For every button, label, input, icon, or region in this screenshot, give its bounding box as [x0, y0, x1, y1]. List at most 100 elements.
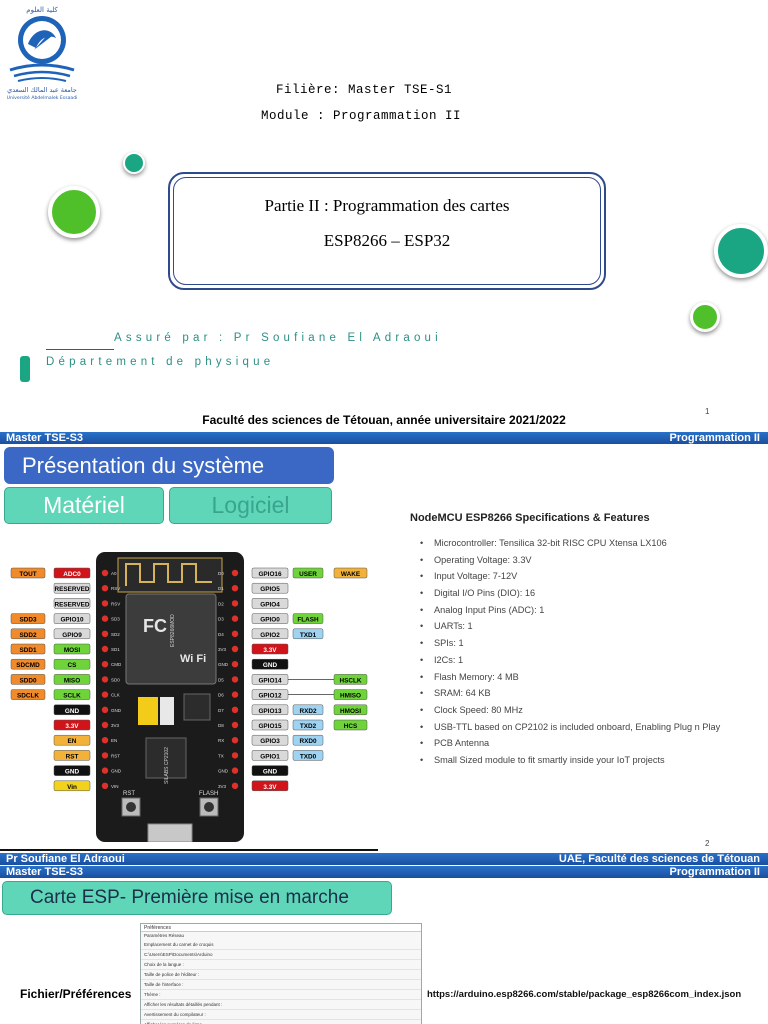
- filiere-label: Filière: Master TSE-S1: [276, 83, 453, 97]
- prefs-row: Avertissement du compilateur :: [141, 1010, 421, 1020]
- spec-item: SPIs: 1: [420, 635, 720, 652]
- svg-text:كلية العلوم: كلية العلوم: [26, 6, 58, 14]
- pin-label: GPIO5: [260, 586, 280, 593]
- silk-label: TX: [218, 753, 224, 758]
- pin-label: RXD2: [299, 708, 316, 715]
- pin-label-box: [251, 658, 289, 670]
- cards-title: ESP8266 – ESP32: [323, 231, 451, 250]
- spec-item: I2Cs: 1: [420, 652, 720, 669]
- silk-label: D7: [218, 708, 224, 713]
- usb-port: [147, 823, 193, 842]
- pin-label-box: [53, 780, 91, 792]
- spec-item: Small Sized module to fit smartly inside…: [420, 752, 720, 769]
- svg-text:Université Abdelmalek Essaadi: Université Abdelmalek Essaadi: [7, 94, 78, 100]
- pin-dot: [101, 615, 109, 622]
- prefs-row: Afficher les numéros de ligne: [141, 1020, 421, 1024]
- pin-label: GPIO15: [258, 723, 282, 730]
- pin-dot: [231, 676, 239, 683]
- spec-item: Operating Voltage: 3.3V: [420, 552, 720, 569]
- pin-label: GPIO1: [260, 753, 280, 760]
- pin-dot: [101, 706, 109, 713]
- slide-presentation: Master TSE-S3 Programmation II Présentat…: [0, 432, 768, 865]
- pin-label: GND: [65, 769, 80, 776]
- pin-label-box: [251, 582, 289, 594]
- pin-dot: [101, 569, 109, 577]
- pin-label-box: [251, 598, 289, 609]
- pin-label-box: [53, 750, 91, 761]
- pin-dot: [231, 767, 239, 774]
- pin-dot: [231, 600, 239, 607]
- silk-label: SD2: [111, 632, 120, 637]
- pin-dot: [231, 630, 239, 637]
- pin-label-box: [292, 750, 324, 761]
- pin-dot: [231, 645, 239, 653]
- pin-label: EN: [68, 738, 77, 745]
- pin-label: RESERVED: [54, 601, 89, 608]
- pin-label: SDD2: [19, 632, 36, 639]
- green-circle-icon: [48, 186, 100, 238]
- pin-dot: [101, 752, 109, 759]
- title-box: Partie II : Programmation des cartes ESP…: [168, 172, 606, 290]
- silk-label: EN: [111, 738, 117, 743]
- silk-label: D6: [218, 693, 224, 698]
- pin-label: GPIO16: [258, 571, 282, 578]
- silk-label: CLK: [111, 693, 120, 698]
- pin-label: 3.3V: [263, 647, 277, 654]
- pin-label: RST: [66, 753, 79, 760]
- spec-item: Microcontroller: Tensilica 32-bit RISC C…: [420, 535, 720, 552]
- pin-label: USER: [299, 571, 317, 578]
- rst-button-cap: [126, 802, 136, 812]
- silk-label: RSV: [111, 601, 120, 606]
- silk-label: GND: [218, 769, 229, 774]
- pin-label-box: [292, 704, 324, 716]
- pin-label-box: [333, 689, 368, 700]
- partie-title: Partie II : Programmation des cartes: [264, 196, 510, 215]
- slide-title: كلية العلوم جامعة عبد المالك السعدي Univ…: [0, 0, 768, 432]
- pin-label: GPIO10: [60, 617, 84, 624]
- prefs-row: Taille de police de l'éditeur :: [141, 970, 421, 980]
- pin-label: GND: [263, 769, 278, 776]
- pin-label-box: [292, 567, 324, 579]
- silk-label: D3: [218, 617, 224, 622]
- pin-label-box: [251, 643, 289, 655]
- usb-chip: [145, 737, 187, 779]
- pin-label-box: [53, 658, 91, 670]
- pin-dot: [231, 661, 239, 668]
- pin-label: TXD0: [300, 753, 317, 760]
- university-logo-icon: كلية العلوم جامعة عبد المالك السعدي Univ…: [7, 6, 78, 100]
- pin-dot: [231, 737, 239, 744]
- pin-label: GPIO12: [258, 693, 282, 700]
- pin-label: RESERVED: [54, 586, 89, 593]
- author-label: Assuré par : Pr Soufiane El Adraoui: [114, 332, 442, 344]
- prefs-row: Taille de l'interface :: [141, 980, 421, 990]
- silk-label: GND: [111, 708, 122, 713]
- pin-label: 3.3V: [65, 723, 79, 730]
- silk-label: 3V3: [218, 647, 227, 652]
- silk-label: RX: [218, 738, 224, 743]
- pin-dot: [101, 782, 109, 789]
- silk-label: RST: [111, 753, 120, 758]
- module-label: Module : Programmation II: [261, 109, 462, 123]
- band-left: Master TSE-S3: [6, 866, 84, 878]
- tab-logiciel[interactable]: Logiciel: [169, 487, 332, 524]
- teal-circle-icon: [714, 224, 768, 278]
- pin-dot: [101, 630, 109, 637]
- teal-circle-icon: [123, 152, 145, 174]
- spec-item: Analog Input Pins (ADC): 1: [420, 602, 720, 619]
- pin-label-box: [53, 643, 91, 655]
- pin-label-box: [53, 689, 91, 700]
- pin-label-box: [10, 643, 46, 655]
- pin-label-box: [251, 704, 289, 716]
- pin-label-box: [333, 674, 368, 685]
- usb-chip-label: SILABS CP2102: [164, 747, 170, 784]
- prefs-row: Emplacement du carnet de croquis: [141, 940, 421, 950]
- pin-label: Vin: [67, 784, 77, 791]
- flash-button-label: FLASH: [199, 791, 218, 797]
- pin-label-box: [53, 674, 91, 685]
- divider: [46, 349, 114, 350]
- pin-label-box: [251, 765, 289, 776]
- department-label: Département de physique: [46, 356, 275, 368]
- tab-materiel[interactable]: Matériel: [4, 487, 164, 524]
- svg-text:جامعة عبد المالك السعدي: جامعة عبد المالك السعدي: [7, 86, 77, 94]
- pin-label-box: [292, 734, 324, 746]
